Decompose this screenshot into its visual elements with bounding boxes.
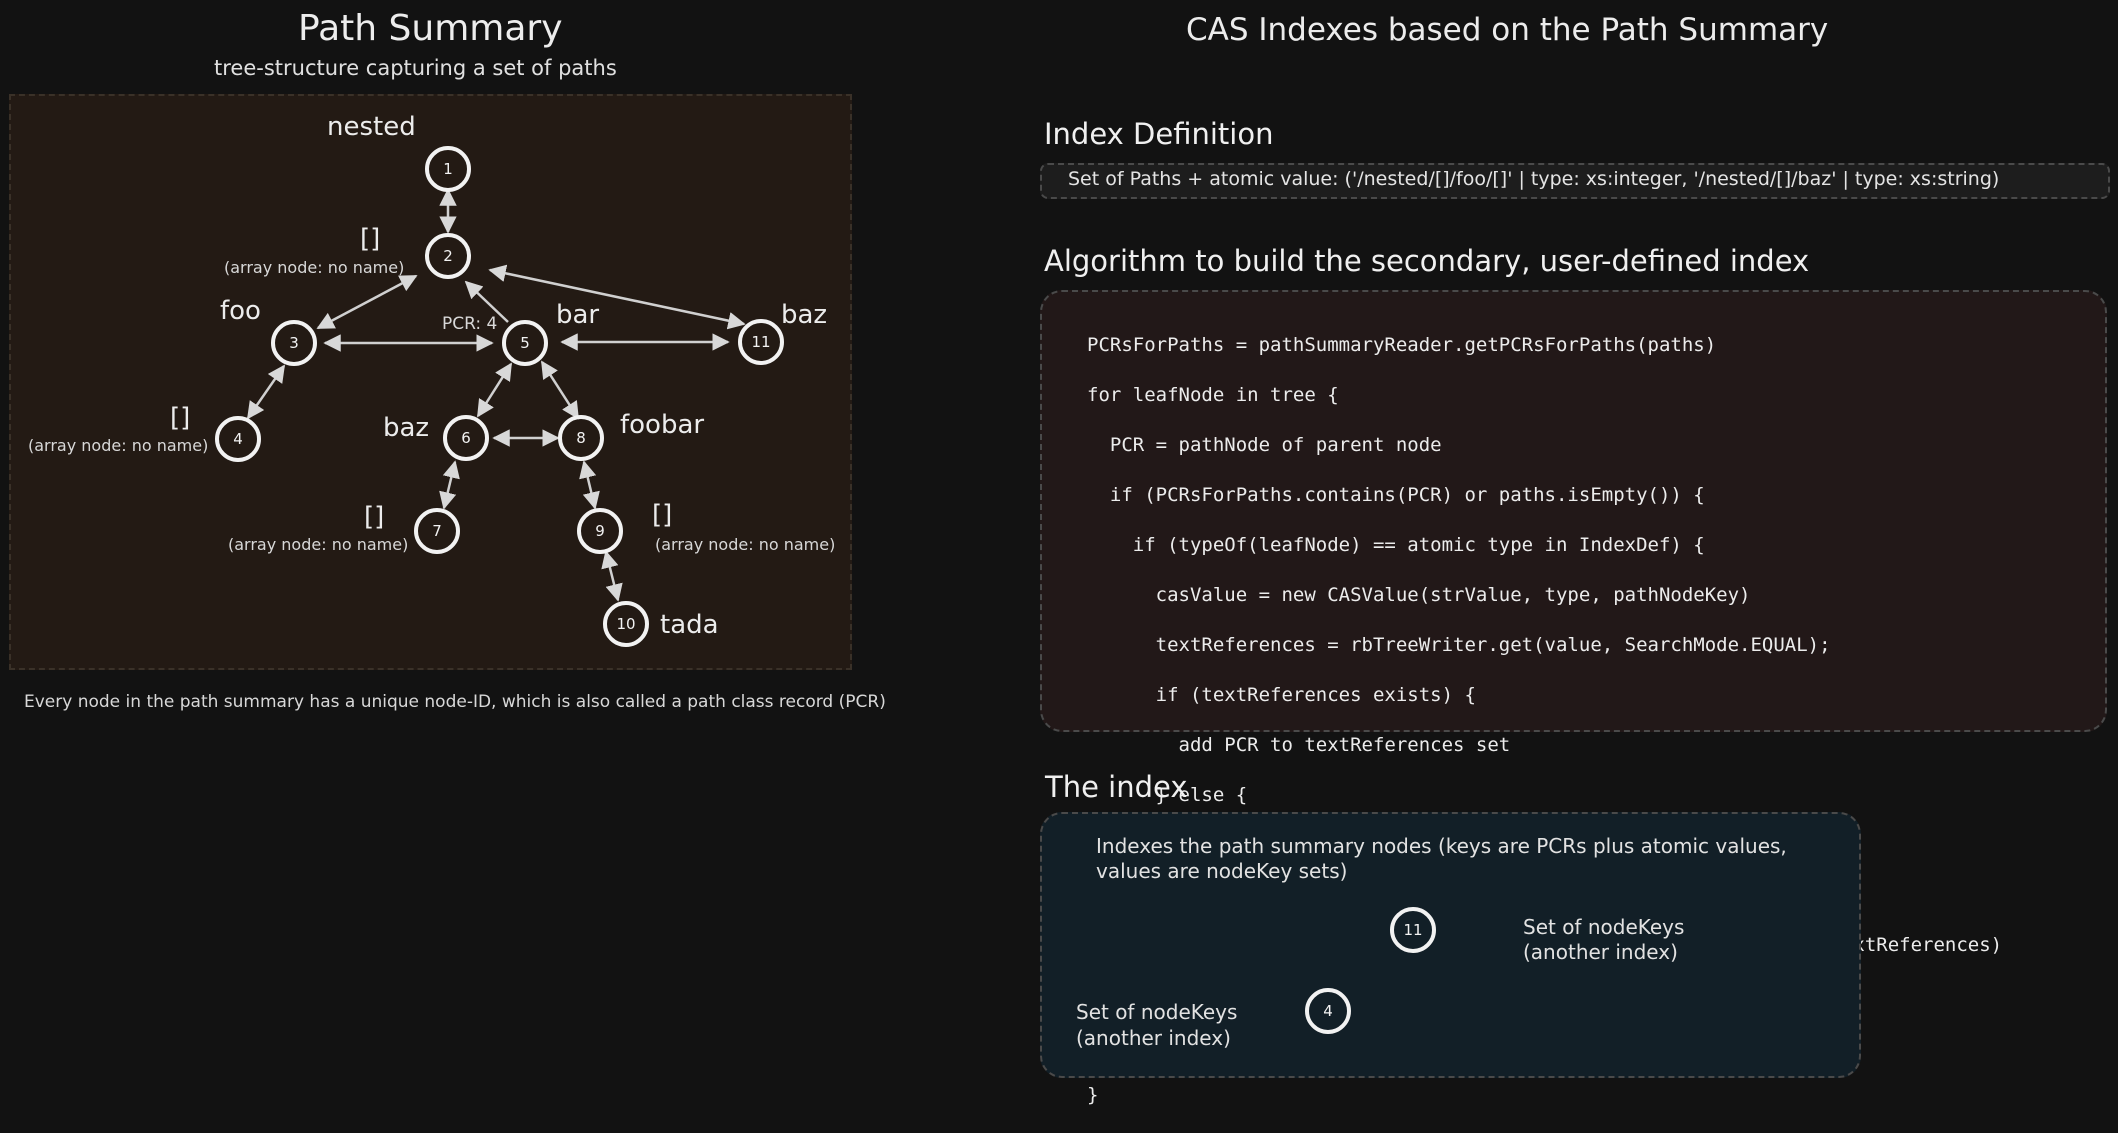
tree-node-4: 4 xyxy=(215,416,261,462)
svg-text:1: 1 xyxy=(443,160,453,178)
label-foo: foo xyxy=(220,296,261,326)
label-baz-mid: baz xyxy=(383,413,430,443)
edge-5-8 xyxy=(540,360,580,420)
edge-8-9 xyxy=(579,460,600,510)
code-line: if (typeOf(leafNode) == atomic type in I… xyxy=(1087,534,1705,556)
label-foobar: foobar xyxy=(620,410,705,440)
svg-text:4: 4 xyxy=(1323,1002,1333,1020)
tree-node-5: 5 xyxy=(502,320,548,366)
index-description-line2: values are nodeKey sets) xyxy=(1096,859,1348,883)
edge-3-4 xyxy=(246,364,286,420)
code-line: } else { xyxy=(1087,784,1248,806)
tree-node-8: 8 xyxy=(558,415,604,461)
svg-text:7: 7 xyxy=(432,522,442,540)
path-summary-footer: Every node in the path summary has a uni… xyxy=(24,692,886,712)
edge-2-3 xyxy=(316,274,418,330)
tree-node-11: 11 xyxy=(738,319,784,365)
cas-indexes-title: CAS Indexes based on the Path Summary xyxy=(1186,12,1829,48)
tree-node-10: 10 xyxy=(603,601,649,647)
code-line: PCR = pathNode of parent node xyxy=(1087,434,1442,456)
set-of-nodekeys-bottom: Set of nodeKeys xyxy=(1076,1000,1238,1024)
algorithm-box xyxy=(1040,290,2107,732)
label-baz-top: baz xyxy=(781,300,828,330)
svg-text:11: 11 xyxy=(751,333,770,351)
set-of-nodekeys-bottom-note: (another index) xyxy=(1076,1026,1231,1050)
algorithm-heading: Algorithm to build the secondary, user-d… xyxy=(1044,244,1810,278)
note-array-7: (array node: no name) xyxy=(228,535,409,554)
svg-text:9: 9 xyxy=(595,522,605,540)
set-of-nodekeys-top: Set of nodeKeys xyxy=(1523,915,1685,939)
note-array-2: (array node: no name) xyxy=(224,258,405,277)
path-summary-panel xyxy=(9,94,852,670)
tree-node-1: 1 xyxy=(425,146,471,192)
index-definition-heading: Index Definition xyxy=(1044,117,1274,151)
code-line: textReferences = rbTreeWriter.get(value,… xyxy=(1087,634,1831,656)
svg-text:10: 10 xyxy=(616,615,635,633)
code-line: if (PCRsForPaths.contains(PCR) or paths.… xyxy=(1087,484,1705,506)
edge-2-11 xyxy=(488,264,746,330)
code-line: PCRsForPaths = pathSummaryReader.getPCRs… xyxy=(1087,334,1717,356)
path-summary-title: Path Summary xyxy=(298,8,563,49)
svg-text:11: 11 xyxy=(1403,921,1422,939)
code-line: casValue = new CASValue(strValue, type, … xyxy=(1087,584,1751,606)
tree-node-2: 2 xyxy=(425,233,471,279)
svg-text:6: 6 xyxy=(461,429,471,447)
label-array-7: [] xyxy=(364,502,385,532)
tree-node-9: 9 xyxy=(577,508,623,554)
the-index-box xyxy=(1040,812,1861,1078)
label-bar: bar xyxy=(556,300,600,330)
svg-text:2: 2 xyxy=(443,247,453,265)
index-definition-box xyxy=(1040,163,2110,199)
svg-text:8: 8 xyxy=(576,429,586,447)
tree-node-3: 3 xyxy=(271,320,317,366)
code-line: for leafNode in tree { xyxy=(1087,384,1339,406)
index-nodes: 11 4 xyxy=(1305,907,1436,1034)
label-nested: nested xyxy=(327,112,416,142)
edge-9-10 xyxy=(601,550,623,602)
index-node-11: 11 xyxy=(1390,907,1436,953)
index-description-line1: Indexes the path summary nodes (keys are… xyxy=(1096,834,1787,858)
set-of-nodekeys-top-note: (another index) xyxy=(1523,940,1678,964)
index-node-4: 4 xyxy=(1305,988,1351,1034)
label-array-4: [] xyxy=(170,403,191,433)
note-array-9: (array node: no name) xyxy=(655,535,836,554)
path-summary-subtitle: tree-structure capturing a set of paths xyxy=(214,56,617,80)
label-pcr: PCR: 4 xyxy=(442,314,498,334)
path-summary-tree-diagram: 1 2 3 4 5 6 7 8 9 10 11 xyxy=(215,146,1504,1014)
svg-text:4: 4 xyxy=(233,430,243,448)
svg-text:5: 5 xyxy=(520,334,530,352)
edge-6-7 xyxy=(439,460,460,510)
label-array-9: [] xyxy=(652,500,673,530)
svg-text:3: 3 xyxy=(289,334,299,352)
note-array-4: (array node: no name) xyxy=(28,436,209,455)
tree-node-6: 6 xyxy=(443,415,489,461)
code-line: add PCR to textReferences set xyxy=(1087,734,1511,756)
edge-5-6 xyxy=(476,362,513,418)
code-line: if (textReferences exists) { xyxy=(1087,684,1476,706)
index-definition-text: Set of Paths + atomic value: ('/nested/[… xyxy=(1068,168,2000,190)
the-index-heading: The index xyxy=(1045,770,1188,804)
label-tada: tada xyxy=(660,610,719,640)
tree-node-7: 7 xyxy=(414,508,460,554)
label-array-2: [] xyxy=(360,224,381,254)
